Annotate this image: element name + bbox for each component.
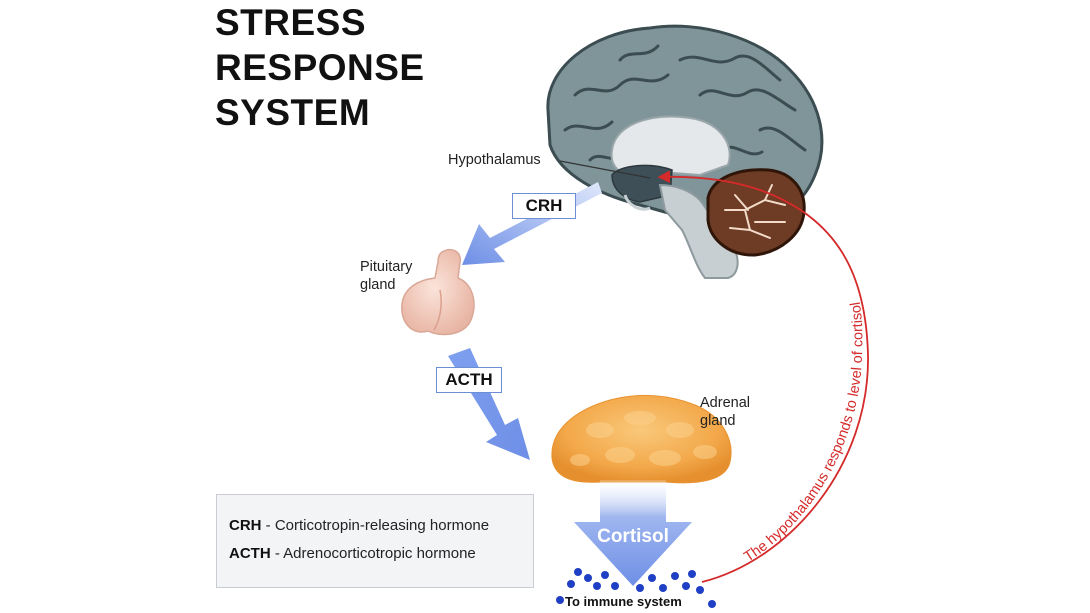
legend-box: CRH - Corticotropin-releasing hormone AC… [216,494,534,588]
adrenal-label: Adrenal gland [700,394,750,430]
hypothalamus-label: Hypothalamus [448,152,541,168]
legend-item-crh: CRH - Corticotropin-releasing hormone [229,517,489,534]
legend-desc-crh: - Corticotropin-releasing hormone [261,517,490,534]
brain-illustration [546,24,824,279]
cortisol-arrow [574,480,692,586]
diagram-title: STRESS RESPONSE SYSTEM [215,0,425,135]
adrenal-gland-illustration [551,394,732,484]
title-line-3: SYSTEM [215,92,371,133]
pituitary-label-line-2: gland [360,277,396,293]
title-line-1: STRESS [215,2,367,43]
cortisol-molecules [556,568,716,608]
title-line-2: RESPONSE [215,47,425,88]
feedback-label: The hypothalamus responds to level of co… [741,301,866,566]
cortisol-label: Cortisol [597,526,669,547]
legend-desc-acth: - Adrenocorticotropic hormone [270,545,476,562]
legend-abbr-acth: ACTH [229,545,271,562]
legend-item-acth: ACTH - Adrenocorticotropic hormone [229,545,476,562]
cerebellum-illustration [706,168,806,257]
legend-abbr-crh: CRH [229,517,262,534]
adrenal-label-line-2: gland [700,413,736,429]
acth-label-box: ACTH [436,367,502,393]
immune-system-label: To immune system [565,594,682,609]
feedback-arrow [657,170,869,583]
pituitary-gland-illustration [401,248,475,336]
acth-arrow [448,348,530,460]
pituitary-label: Pituitary gland [360,258,412,294]
crh-label-box: CRH [512,193,576,219]
hypothalamus-pointer-line [559,160,651,179]
adrenal-label-line-1: Adrenal [700,395,750,411]
pituitary-label-line-1: Pituitary [360,259,413,275]
